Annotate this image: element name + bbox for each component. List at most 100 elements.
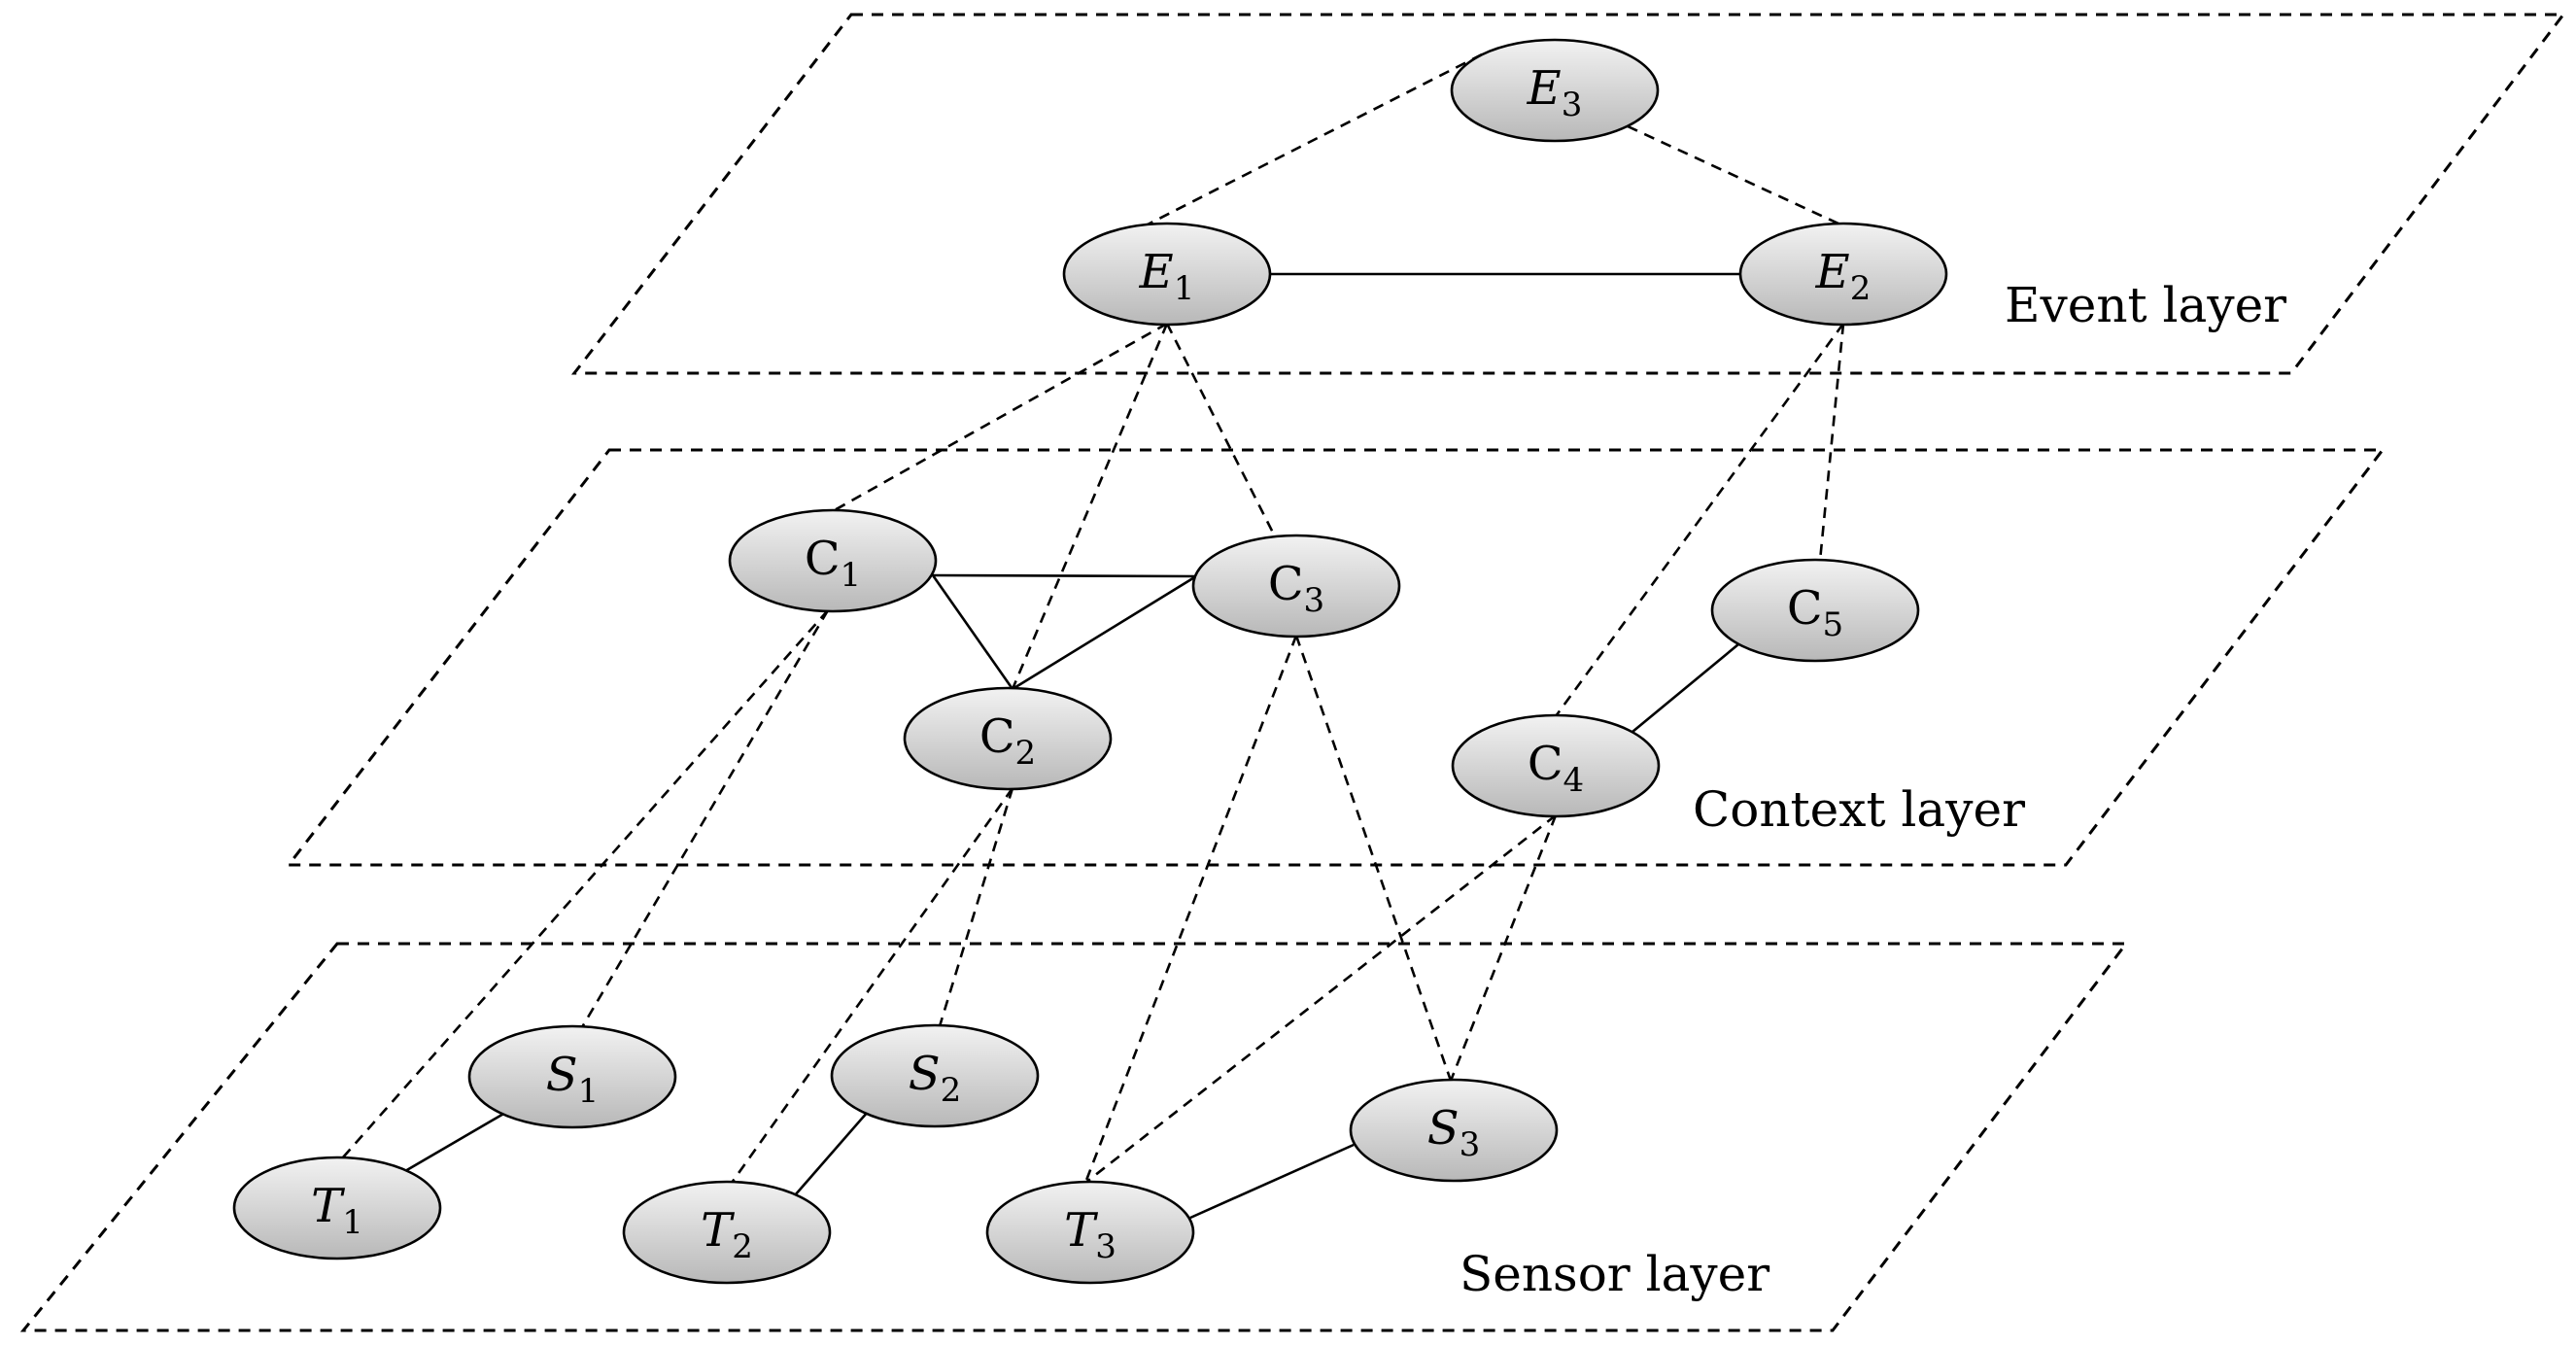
- context-layer-label: Context layer: [1693, 781, 2025, 838]
- node-ellipse: [903, 686, 1113, 791]
- node-letter: E: [1815, 245, 1850, 299]
- node-letter: S: [1427, 1101, 1460, 1156]
- node-label: C5: [1787, 581, 1843, 644]
- edge-e3-e1: [1147, 52, 1483, 226]
- edge-e1-c2: [1011, 323, 1169, 690]
- node-s2: S2: [830, 1023, 1040, 1128]
- node-ellipse: [1710, 558, 1920, 663]
- edges: [341, 52, 1845, 1220]
- edge-e2-c4: [1554, 323, 1845, 717]
- edge-e3-e2: [1627, 124, 1841, 226]
- edge-c1-t1: [341, 609, 829, 1159]
- node-ellipse: [467, 1024, 677, 1129]
- node-e2: E2: [1738, 222, 1948, 327]
- edge-t3-s3: [1189, 1143, 1355, 1220]
- node-letter: C: [979, 709, 1015, 764]
- node-letter: T: [1064, 1203, 1098, 1258]
- node-label: S3: [1427, 1101, 1481, 1164]
- node-t1: T1: [232, 1156, 442, 1260]
- node-subscript: 2: [1850, 269, 1872, 308]
- node-c4: C4: [1451, 713, 1661, 818]
- edge-c2-s2: [938, 787, 1014, 1027]
- node-ellipse: [985, 1180, 1195, 1285]
- event-layer-label: Event layer: [2005, 277, 2286, 333]
- node-letter: C: [1787, 581, 1823, 636]
- sensor-layer-plane: [19, 942, 2130, 1332]
- node-label: E1: [1139, 245, 1195, 308]
- node-letter: E: [1527, 61, 1562, 116]
- node-label: T2: [701, 1203, 753, 1266]
- edge-c4-t3: [1084, 813, 1557, 1185]
- node-s3: S3: [1349, 1078, 1559, 1183]
- node-c5: C5: [1710, 558, 1920, 663]
- node-subscript: 2: [941, 1071, 962, 1110]
- edge-c3-t3: [1083, 635, 1298, 1184]
- node-letter: C: [805, 532, 841, 586]
- node-subscript: 1: [841, 556, 862, 595]
- node-c2: C2: [903, 686, 1113, 791]
- node-label: T1: [311, 1179, 363, 1242]
- node-label: T3: [1064, 1203, 1116, 1266]
- node-ellipse: [1349, 1078, 1559, 1183]
- edge-c3-s3: [1294, 635, 1453, 1082]
- node-label: S1: [546, 1048, 600, 1111]
- node-s1: S1: [467, 1024, 677, 1129]
- node-label: C2: [979, 709, 1036, 773]
- edge-t2-s2: [794, 1111, 869, 1196]
- node-letter: T: [311, 1179, 345, 1233]
- node-subscript: 1: [1174, 269, 1195, 308]
- node-subscript: 3: [1460, 1125, 1481, 1164]
- node-subscript: 2: [732, 1227, 753, 1266]
- node-t3: T3: [985, 1180, 1195, 1285]
- edge-c2-t2: [730, 787, 1014, 1184]
- node-subscript: 3: [1562, 86, 1583, 124]
- node-ellipse: [1191, 534, 1401, 638]
- edge-c1-s1: [580, 609, 830, 1028]
- node-c1: C1: [728, 508, 938, 613]
- node-ellipse: [232, 1156, 442, 1260]
- node-subscript: 1: [578, 1072, 600, 1111]
- node-subscript: 3: [1095, 1227, 1116, 1266]
- edge-t1-s1: [404, 1111, 506, 1173]
- event-layer-plane: [570, 13, 2567, 375]
- edge-c4-s3: [1449, 814, 1558, 1082]
- node-ellipse: [1062, 222, 1272, 327]
- edge-e2-c5: [1818, 323, 1845, 562]
- node-label: C1: [805, 532, 861, 595]
- node-c3: C3: [1191, 534, 1401, 638]
- node-label: S2: [909, 1047, 962, 1110]
- node-subscript: 1: [342, 1203, 363, 1242]
- node-ellipse: [1451, 713, 1661, 818]
- node-label: C3: [1268, 557, 1324, 620]
- node-ellipse: [622, 1180, 832, 1285]
- context-layer-plane: [285, 448, 2387, 867]
- node-subscript: 2: [1015, 734, 1037, 773]
- node-ellipse: [1738, 222, 1948, 327]
- node-letter: C: [1268, 557, 1304, 611]
- sensor-layer-label: Sensor layer: [1460, 1246, 1769, 1302]
- node-ellipse: [1450, 38, 1660, 143]
- node-label: C4: [1528, 737, 1584, 800]
- node-letter: S: [909, 1047, 941, 1101]
- edge-c2-c3: [1012, 574, 1197, 691]
- edge-c4-c5: [1631, 642, 1739, 734]
- node-letter: T: [701, 1203, 735, 1258]
- edge-e1-c1: [832, 322, 1168, 513]
- node-e3: E3: [1450, 38, 1660, 143]
- edge-c1-c2: [931, 574, 1014, 690]
- edge-c1-c3: [932, 573, 1197, 578]
- node-ellipse: [830, 1023, 1040, 1128]
- node-letter: S: [546, 1048, 578, 1102]
- node-label: E2: [1815, 245, 1872, 308]
- node-letter: C: [1528, 737, 1563, 791]
- node-subscript: 5: [1823, 605, 1844, 644]
- node-e1: E1: [1062, 222, 1272, 327]
- edge-e1-c3: [1165, 323, 1277, 537]
- node-subscript: 4: [1563, 761, 1585, 800]
- node-label: E3: [1527, 61, 1583, 124]
- node-letter: E: [1139, 245, 1174, 299]
- node-subscript: 3: [1304, 581, 1325, 620]
- node-t2: T2: [622, 1180, 832, 1285]
